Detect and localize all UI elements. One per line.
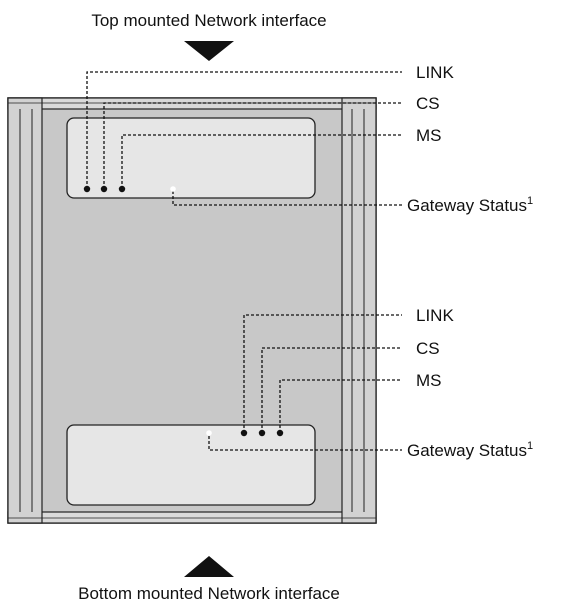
top-link-led (83, 185, 91, 193)
bottom-ms-leader (279, 379, 402, 433)
bottom-link-led (240, 429, 248, 437)
top-gateway-footnote: 1 (527, 195, 533, 207)
top-link-label: LINK (416, 63, 454, 82)
bottom-link-label: LINK (416, 306, 454, 325)
top-cs-leader (103, 102, 402, 189)
top-ms-leader (121, 134, 402, 189)
housing-right-side (341, 97, 377, 524)
bottom-ms-led (276, 429, 284, 437)
housing-left-side (7, 97, 43, 524)
top-link-leader (86, 71, 402, 189)
top-arrow-icon (184, 41, 234, 61)
bottom-interface-panel (66, 424, 316, 506)
top-cs-led (100, 185, 108, 193)
bottom-gateway-text: Gateway Status (407, 441, 527, 460)
top-cs-label: CS (416, 94, 440, 113)
bottom-link-leader (243, 314, 402, 433)
bottom-gateway-leader (208, 436, 402, 451)
top-gateway-label: Gateway Status1 (407, 195, 533, 215)
bottom-cs-label: CS (416, 339, 440, 358)
bottom-gateway-footnote: 1 (527, 440, 533, 452)
bottom-caption: Bottom mounted Network interface (78, 584, 340, 603)
housing-bottom-rail (7, 511, 377, 524)
bottom-gateway-label: Gateway Status1 (407, 440, 533, 460)
bottom-ms-label: MS (416, 371, 442, 390)
top-ms-led (118, 185, 126, 193)
top-gateway-text: Gateway Status (407, 196, 527, 215)
top-interface-panel (66, 117, 316, 199)
bottom-cs-leader (261, 347, 402, 433)
top-caption: Top mounted Network interface (91, 11, 326, 30)
bottom-gateway-led (206, 430, 212, 436)
bottom-cs-led (258, 429, 266, 437)
top-ms-label: MS (416, 126, 442, 145)
top-gateway-led (170, 186, 176, 192)
top-gateway-leader (172, 191, 402, 206)
bottom-arrow-icon (184, 556, 234, 577)
